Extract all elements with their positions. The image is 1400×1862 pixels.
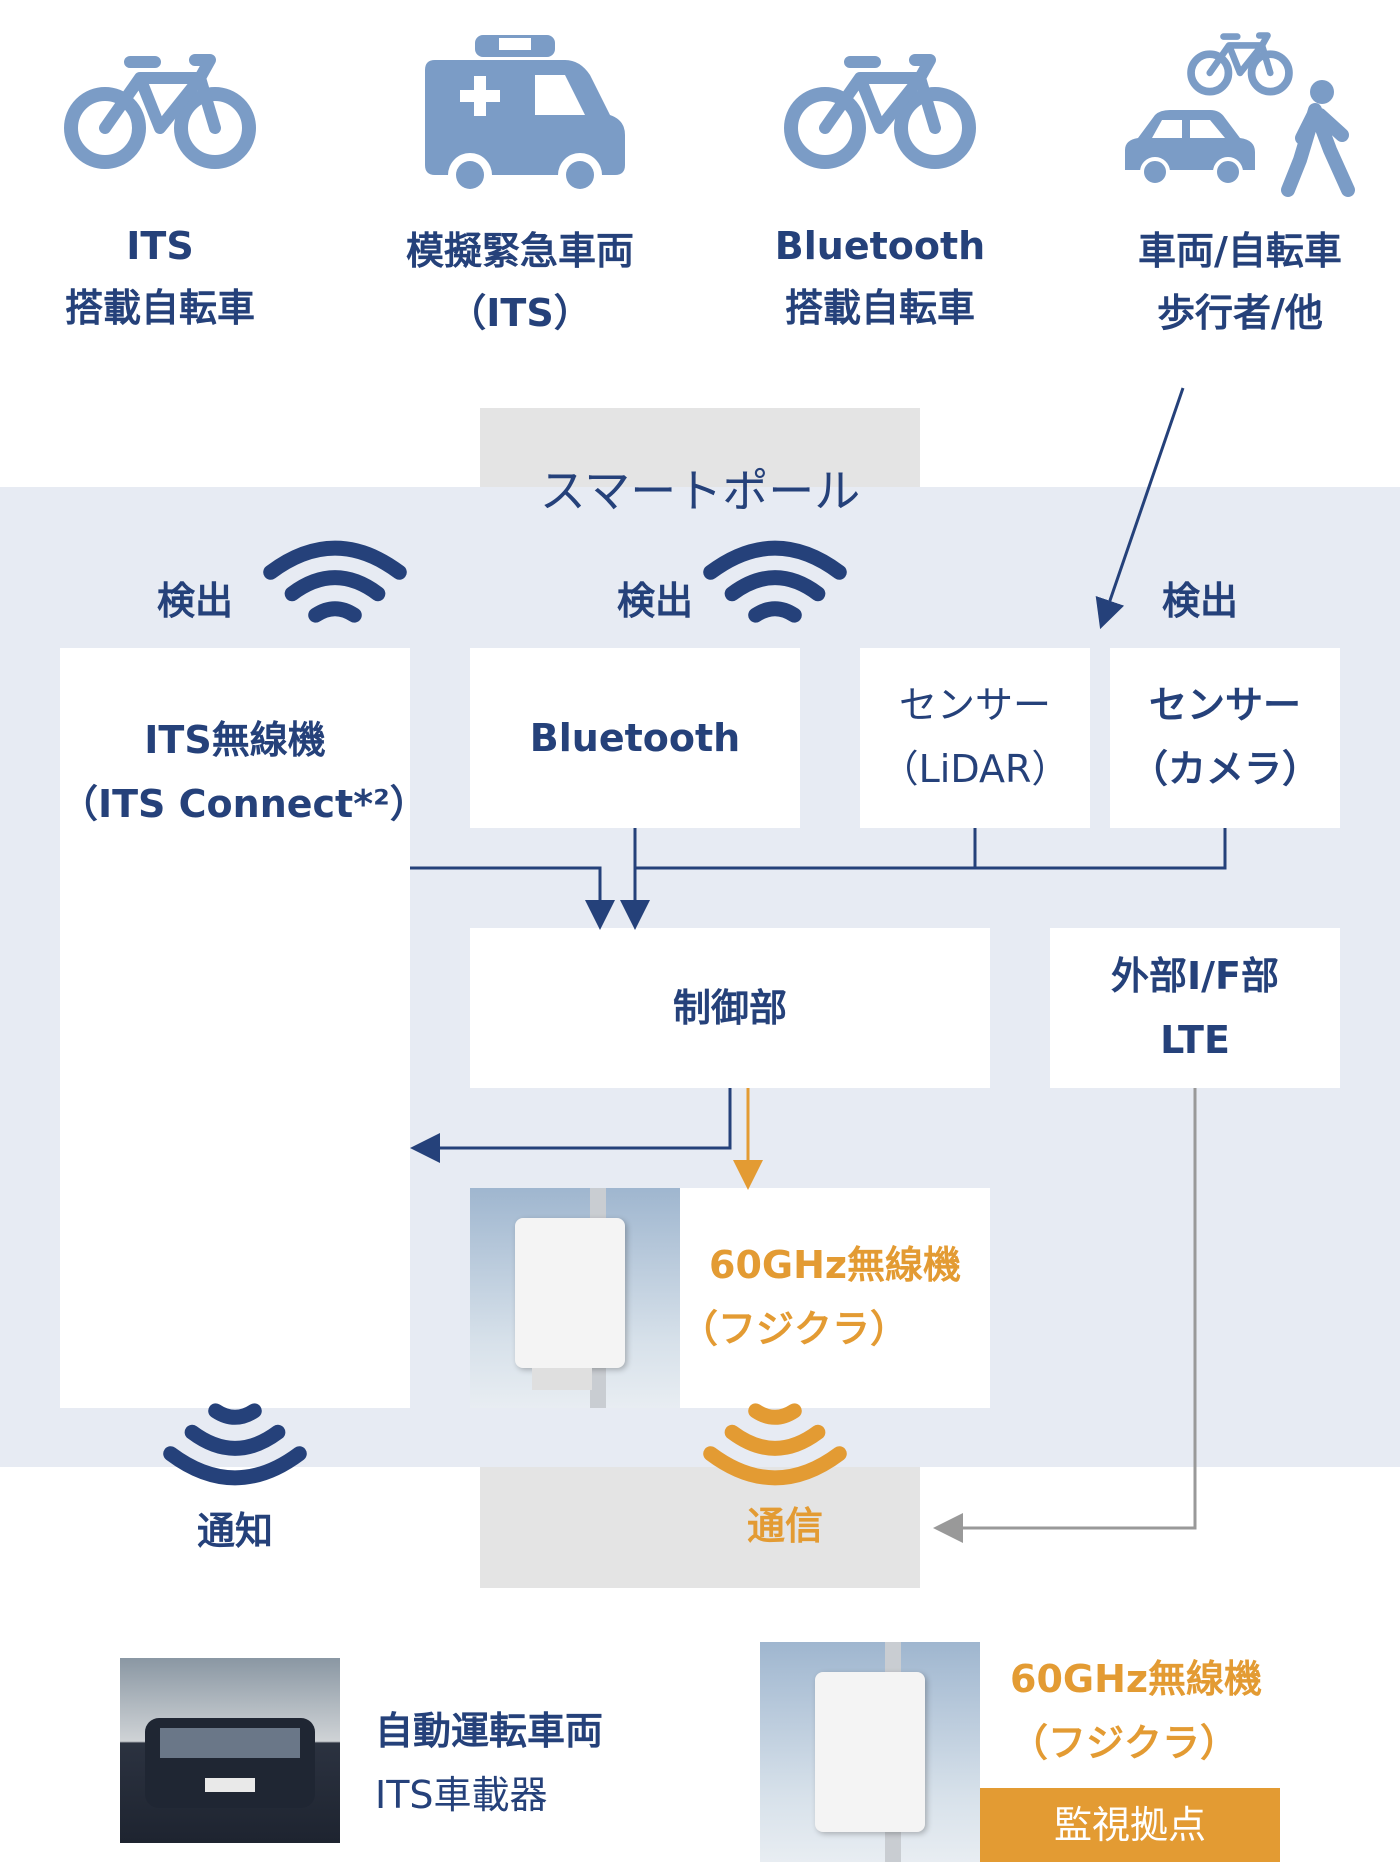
box-line2: （カメラ） <box>1129 747 1320 791</box>
box-line1: Bluetooth <box>529 716 741 760</box>
detect-label: 検出 <box>1161 579 1238 623</box>
item-line1: ITS <box>126 224 194 268</box>
ghz60-legend-line2: （フジクラ） <box>1010 1721 1239 1765</box>
wave-icon <box>160 1400 310 1486</box>
detect-label: 検出 <box>616 579 693 623</box>
detect-label: 検出 <box>156 579 233 623</box>
emergency-vehicle-item: 模擬緊急車両 （ITS） <box>370 30 670 344</box>
box-line1: 60GHz無線機 <box>709 1243 961 1287</box>
item-line2: 歩行者/他 <box>1157 291 1323 335</box>
box-line2: LTE <box>1160 1018 1230 1062</box>
box-line2: （LiDAR） <box>880 747 1070 791</box>
input-arrow-line <box>1095 387 1185 630</box>
smart-pole-title: スマートポール <box>539 464 861 518</box>
ghz60-device-photo <box>470 1188 680 1408</box>
comm-label: 通信 <box>746 1504 823 1548</box>
control-unit-box: 制御部 <box>470 928 990 1088</box>
autonomous-vehicle-photo <box>120 1658 340 1843</box>
ghz60-radio-box: 60GHz無線機 （フジクラ） <box>470 1188 990 1408</box>
item-line1: 模擬緊急車両 <box>405 229 634 273</box>
bluetooth-box: Bluetooth <box>470 648 800 828</box>
box-line2: （ITS Connect*²） <box>60 782 428 826</box>
item-line1: 車両/自転車 <box>1138 229 1342 273</box>
its-bicycle-item: ITS 搭載自転車 <box>30 50 290 339</box>
box-line1: ITS無線機 <box>144 718 326 762</box>
others-item: 車両/自転車 歩行者/他 <box>1100 30 1380 344</box>
monitoring-base-badge: 監視拠点 <box>980 1788 1280 1862</box>
bluetooth-bicycle-item: Bluetooth 搭載自転車 <box>740 50 1020 339</box>
vehicles-pedestrian-icon <box>1125 30 1355 197</box>
box-line1: センサー <box>898 683 1051 727</box>
external-to-comm-line <box>933 1088 1197 1543</box>
vehicle-legend-line2: ITS車載器 <box>375 1773 548 1817</box>
item-line1: Bluetooth <box>774 224 986 268</box>
item-line2: 搭載自転車 <box>784 286 975 330</box>
ghz60-legend-photo <box>760 1642 980 1862</box>
lidar-sensor-box: センサー （LiDAR） <box>860 648 1090 828</box>
its-to-control-line <box>410 866 615 930</box>
box-line1: 制御部 <box>672 986 787 1030</box>
sensors-to-control-line <box>635 828 977 870</box>
external-if-box: 外部I/F部 LTE <box>1050 928 1340 1088</box>
vehicle-legend-line1: 自動運転車両 <box>375 1709 604 1753</box>
wave-icon <box>700 1400 850 1486</box>
camera-to-control-line <box>975 828 1227 870</box>
box-line1: センサー <box>1148 683 1301 727</box>
item-line2: （ITS） <box>448 291 592 335</box>
item-line2: 搭載自転車 <box>64 286 255 330</box>
ghz60-legend-line1: 60GHz無線機 <box>1010 1657 1262 1701</box>
its-radio-box: ITS無線機 （ITS Connect*²） <box>60 648 428 1408</box>
control-to-its-line <box>410 1088 732 1163</box>
notify-label: 通知 <box>196 1509 273 1553</box>
box-line1: 外部I/F部 <box>1111 954 1279 998</box>
box-line2: （フジクラ） <box>680 1307 909 1351</box>
ambulance-icon <box>425 35 625 197</box>
camera-sensor-box: センサー （カメラ） <box>1110 648 1340 828</box>
